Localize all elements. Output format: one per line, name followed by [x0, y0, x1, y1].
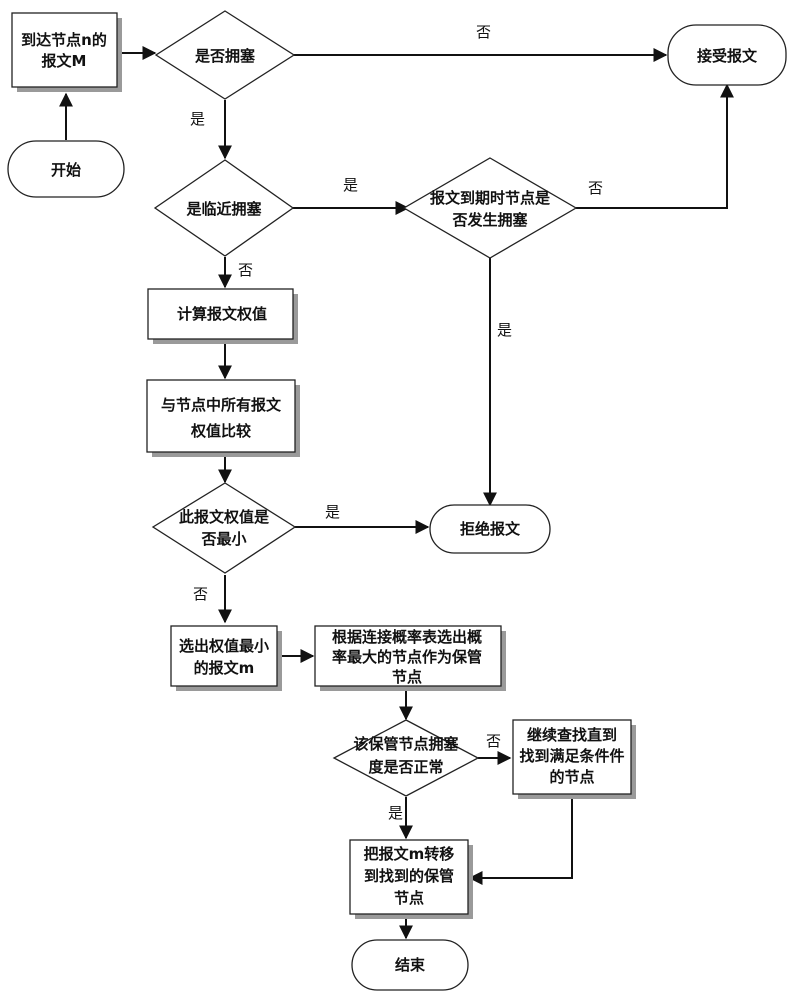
node-congested: 是否拥塞	[154, 10, 296, 100]
node-is-min-line-2: 否最小	[200, 530, 246, 548]
node-transfer-line-3: 节点	[394, 889, 424, 907]
label-ismin-no: 否	[193, 585, 208, 603]
node-is-min: 此报文权值是 否最小	[151, 482, 297, 574]
node-near-congestion-label: 是临近拥塞	[185, 200, 262, 218]
node-reject: 拒绝报文	[429, 504, 551, 554]
node-continue-search-line-3: 的节点	[549, 768, 594, 786]
node-reject-label: 拒绝报文	[460, 520, 521, 538]
node-transfer-line-2: 到找到的保管	[364, 867, 454, 885]
node-arrive-line-2: 报文M	[42, 52, 87, 70]
node-select-keeper: 根据连接概率表选出概 率最大的节点作为保管 节点	[314, 625, 506, 691]
connectors	[59, 46, 734, 940]
node-compare-line-1: 与节点中所有报文	[161, 396, 282, 414]
node-transfer: 把报文m转移 到找到的保管 节点	[349, 839, 473, 919]
node-select-keeper-line-3: 节点	[392, 668, 422, 686]
label-ismin-yes: 是	[325, 503, 340, 521]
node-select-keeper-line-2: 率最大的节点作为保管	[332, 648, 482, 666]
edge-labels: 否 是 是 否 否 是 是 否 否 是	[190, 23, 603, 822]
edge-expire-to-accept	[576, 83, 734, 209]
node-start: 开始	[7, 140, 125, 198]
node-select-min-line-1: 选出权值最小	[179, 637, 269, 655]
label-near-yes: 是	[343, 176, 358, 194]
node-near-congestion: 是临近拥塞	[153, 159, 295, 257]
node-continue-search-line-2: 找到满足条件件	[519, 747, 624, 765]
label-keeper-no: 否	[486, 732, 501, 750]
node-accept: 接受报文	[667, 24, 787, 86]
label-congested-no: 否	[476, 23, 491, 41]
node-keeper-normal-line-1: 该保管节点拥塞	[353, 735, 459, 753]
node-transfer-line-1: 把报文m转移	[364, 845, 455, 863]
label-expire-yes: 是	[497, 321, 512, 339]
node-arrive: 到达节点n的 报文M	[11, 12, 122, 92]
node-calc-weight-label: 计算报文权值	[177, 305, 267, 323]
label-congested-yes: 是	[190, 110, 205, 128]
node-end: 结束	[351, 939, 469, 991]
node-congested-label: 是否拥塞	[194, 47, 256, 65]
node-expire-line-2: 否发生拥塞	[451, 211, 528, 229]
node-end-label: 结束	[395, 956, 426, 974]
label-keeper-yes: 是	[388, 804, 403, 822]
node-is-min-line-1: 此报文权值是	[179, 508, 270, 526]
node-continue-search: 继续查找直到 找到满足条件件 的节点	[512, 719, 636, 799]
node-select-min: 选出权值最小 的报文m	[170, 625, 282, 691]
edge-continue-to-transfer	[468, 795, 573, 885]
node-expire-line-1: 报文到期时节点是	[430, 189, 551, 207]
node-compare: 与节点中所有报文 权值比较	[146, 379, 300, 457]
label-expire-no: 否	[588, 179, 603, 197]
node-expire: 报文到期时节点是 否发生拥塞	[402, 157, 578, 259]
node-keeper-normal: 该保管节点拥塞 度是否正常	[332, 719, 480, 797]
node-start-label: 开始	[51, 161, 81, 179]
node-accept-label: 接受报文	[697, 47, 758, 65]
node-keeper-normal-line-2: 度是否正常	[368, 758, 443, 776]
node-select-min-line-2: 的报文m	[194, 659, 255, 677]
node-calc-weight: 计算报文权值	[147, 288, 298, 344]
node-compare-line-2: 权值比较	[190, 422, 251, 440]
label-near-no: 否	[238, 261, 253, 279]
node-continue-search-line-1: 继续查找直到	[527, 726, 617, 744]
node-select-keeper-line-1: 根据连接概率表选出概	[332, 628, 482, 646]
node-arrive-line-1: 到达节点n的	[21, 31, 107, 49]
